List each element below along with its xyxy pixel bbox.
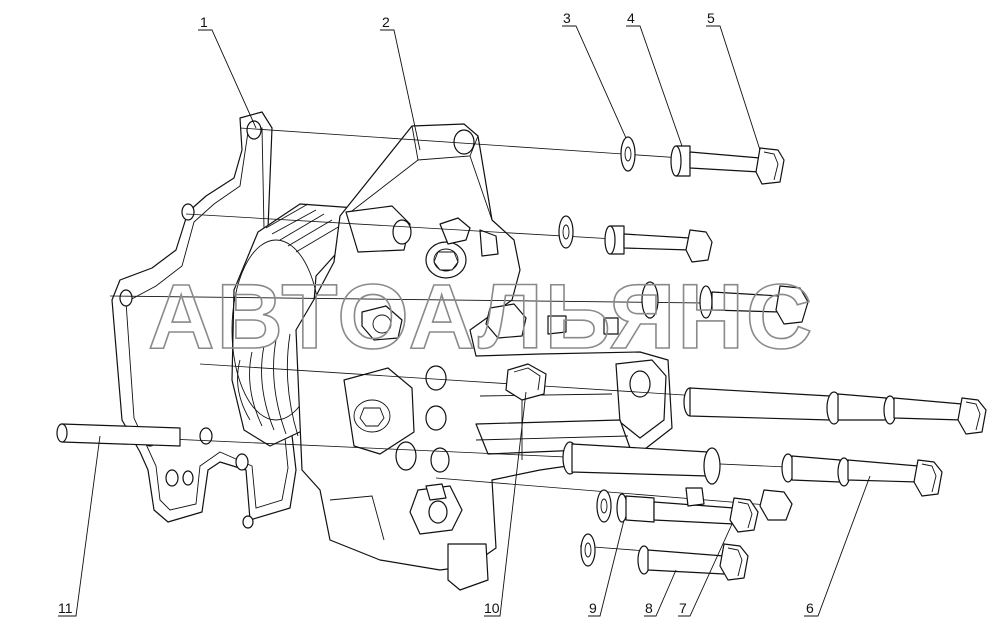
callout-3: 3 [563, 10, 571, 26]
bolt-set-lower [596, 487, 793, 533]
callout-labels: 1 2 3 4 5 6 7 8 9 10 11 [58, 10, 814, 616]
callout-7: 7 [679, 600, 687, 616]
watermark: АВТОАЛЬЯНС [148, 266, 814, 368]
callout-10: 10 [484, 600, 500, 616]
callout-4: 4 [627, 10, 635, 26]
callout-2: 2 [382, 14, 390, 30]
hex-bolt [689, 151, 761, 173]
bolt-set-third [361, 281, 809, 341]
long-bolt-6 [562, 441, 943, 497]
washer [620, 136, 636, 172]
long-stud-11 [56, 423, 181, 447]
bolt-set-second [558, 215, 713, 263]
bolt-set-top [620, 136, 785, 185]
callout-11: 11 [58, 600, 73, 616]
short-bolt-8 [580, 533, 749, 581]
callout-5: 5 [707, 10, 715, 26]
leader-lines [58, 25, 871, 617]
callout-8: 8 [645, 600, 653, 616]
long-bolt-upper [683, 387, 987, 435]
callout-9: 9 [589, 600, 597, 616]
callout-1: 1 [200, 14, 208, 30]
callout-6: 6 [806, 600, 814, 616]
